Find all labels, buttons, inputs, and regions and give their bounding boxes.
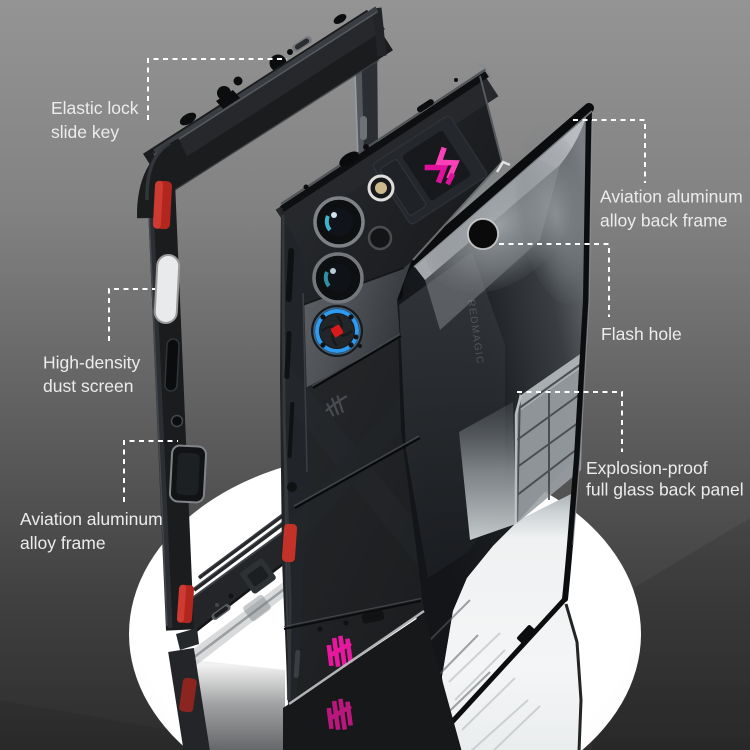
svg-text:Explosion-proof: Explosion-proof [586, 458, 708, 478]
svg-text:alloy frame: alloy frame [20, 533, 106, 553]
svg-text:High-density: High-density [43, 353, 141, 373]
svg-text:Aviation aluminum: Aviation aluminum [600, 187, 743, 207]
svg-text:full glass back panel: full glass back panel [586, 480, 744, 500]
svg-text:Aviation aluminum: Aviation aluminum [20, 509, 163, 529]
svg-text:alloy back frame: alloy back frame [600, 211, 727, 231]
svg-text:Flash hole: Flash hole [601, 324, 682, 344]
svg-text:slide key: slide key [51, 122, 119, 142]
svg-text:Elastic lock: Elastic lock [51, 98, 139, 118]
svg-text:dust screen: dust screen [43, 376, 133, 396]
